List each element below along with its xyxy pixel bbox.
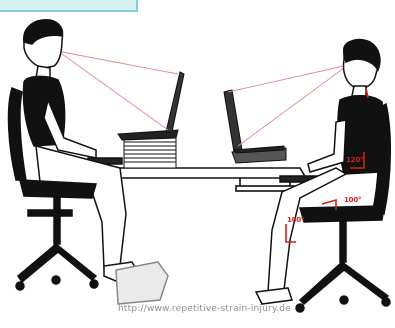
right-laptop-stand [224, 90, 286, 163]
hip-angle-label: 100° [344, 196, 361, 204]
left-laptop-stack [118, 72, 184, 168]
knee-angle-label: 100° [287, 216, 304, 224]
elbow-angle-label: 120° [346, 156, 363, 164]
watermark-url: http://www.repetitive-strain-injury.de [118, 304, 291, 314]
sightlines [62, 52, 344, 146]
